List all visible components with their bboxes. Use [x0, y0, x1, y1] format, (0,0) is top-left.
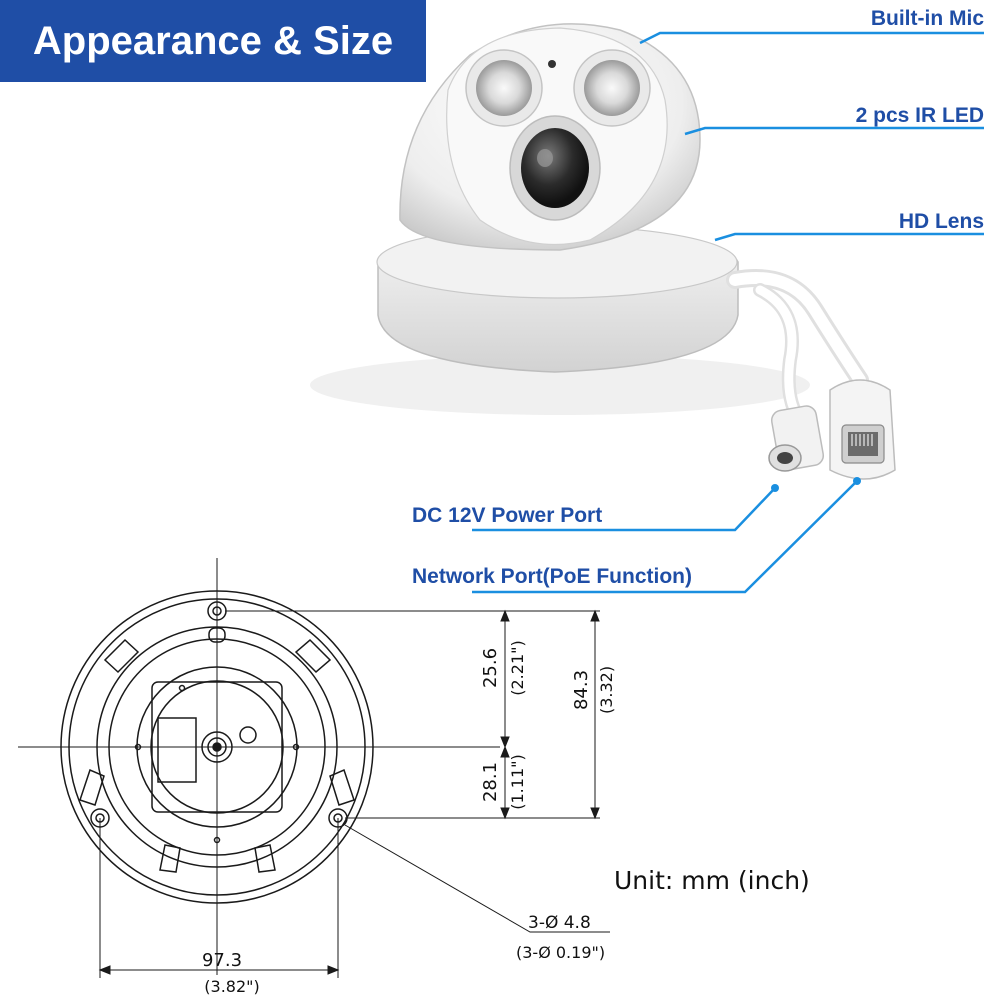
callout-ir-led: 2 pcs IR LED	[855, 104, 984, 127]
dim-width-mm: 97.3	[202, 950, 242, 971]
dim-width-in: (3.82")	[204, 977, 259, 996]
dim-hole-mm: 3-Ø 4.8	[528, 913, 591, 933]
dim-lower-mm: 28.1	[480, 762, 501, 802]
dim-upper-mm: 25.6	[480, 648, 501, 688]
leader-lens	[714, 232, 984, 242]
camera-illustration	[310, 23, 896, 480]
dim-total-in: (3.32)	[597, 666, 616, 714]
dc-jack	[768, 405, 825, 472]
dim-hole-in: (3-Ø 0.19")	[516, 943, 605, 962]
leader-ir-led	[684, 126, 984, 136]
leader-lines	[472, 31, 984, 594]
page-title: Appearance & Size	[0, 0, 426, 82]
leader-network	[472, 480, 858, 594]
dim-upper-in: (2.21")	[508, 640, 527, 695]
callout-built-in-mic: Built-in Mic	[870, 7, 984, 30]
leader-mic	[639, 31, 984, 45]
callout-hd-lens: HD Lens	[898, 210, 984, 233]
leader-dot-dc	[771, 484, 779, 492]
leader-dc	[472, 487, 776, 532]
callout-dc-power-port: DC 12V Power Port	[412, 504, 603, 527]
rj45-connector	[829, 379, 896, 480]
unit-note: Unit: mm (inch)	[614, 866, 810, 895]
dimension-lines	[98, 609, 610, 978]
dim-lower-in: (1.11")	[508, 754, 527, 809]
dim-total-mm: 84.3	[571, 670, 592, 710]
callout-network-port: Network Port(PoE Function)	[412, 565, 692, 588]
leader-dot-network	[853, 477, 861, 485]
base-technical-drawing	[18, 558, 500, 975]
